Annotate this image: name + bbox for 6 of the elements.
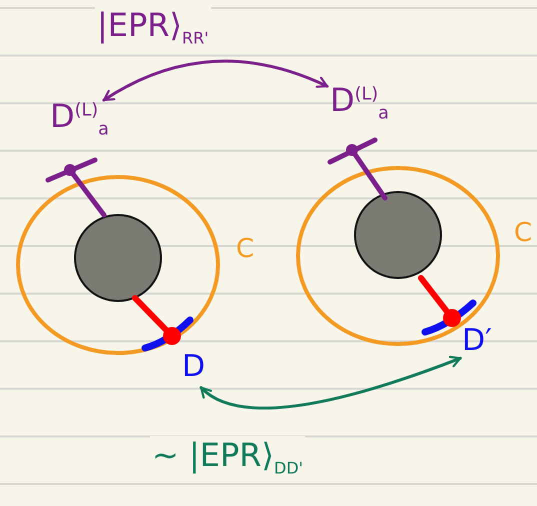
symbol-label: D′	[462, 326, 492, 356]
part-label: C	[514, 220, 532, 246]
part-label: C	[236, 236, 254, 262]
curved-double-arrow	[200, 356, 462, 410]
curved-double-arrow	[102, 60, 328, 102]
symbol-label: D	[182, 352, 206, 382]
